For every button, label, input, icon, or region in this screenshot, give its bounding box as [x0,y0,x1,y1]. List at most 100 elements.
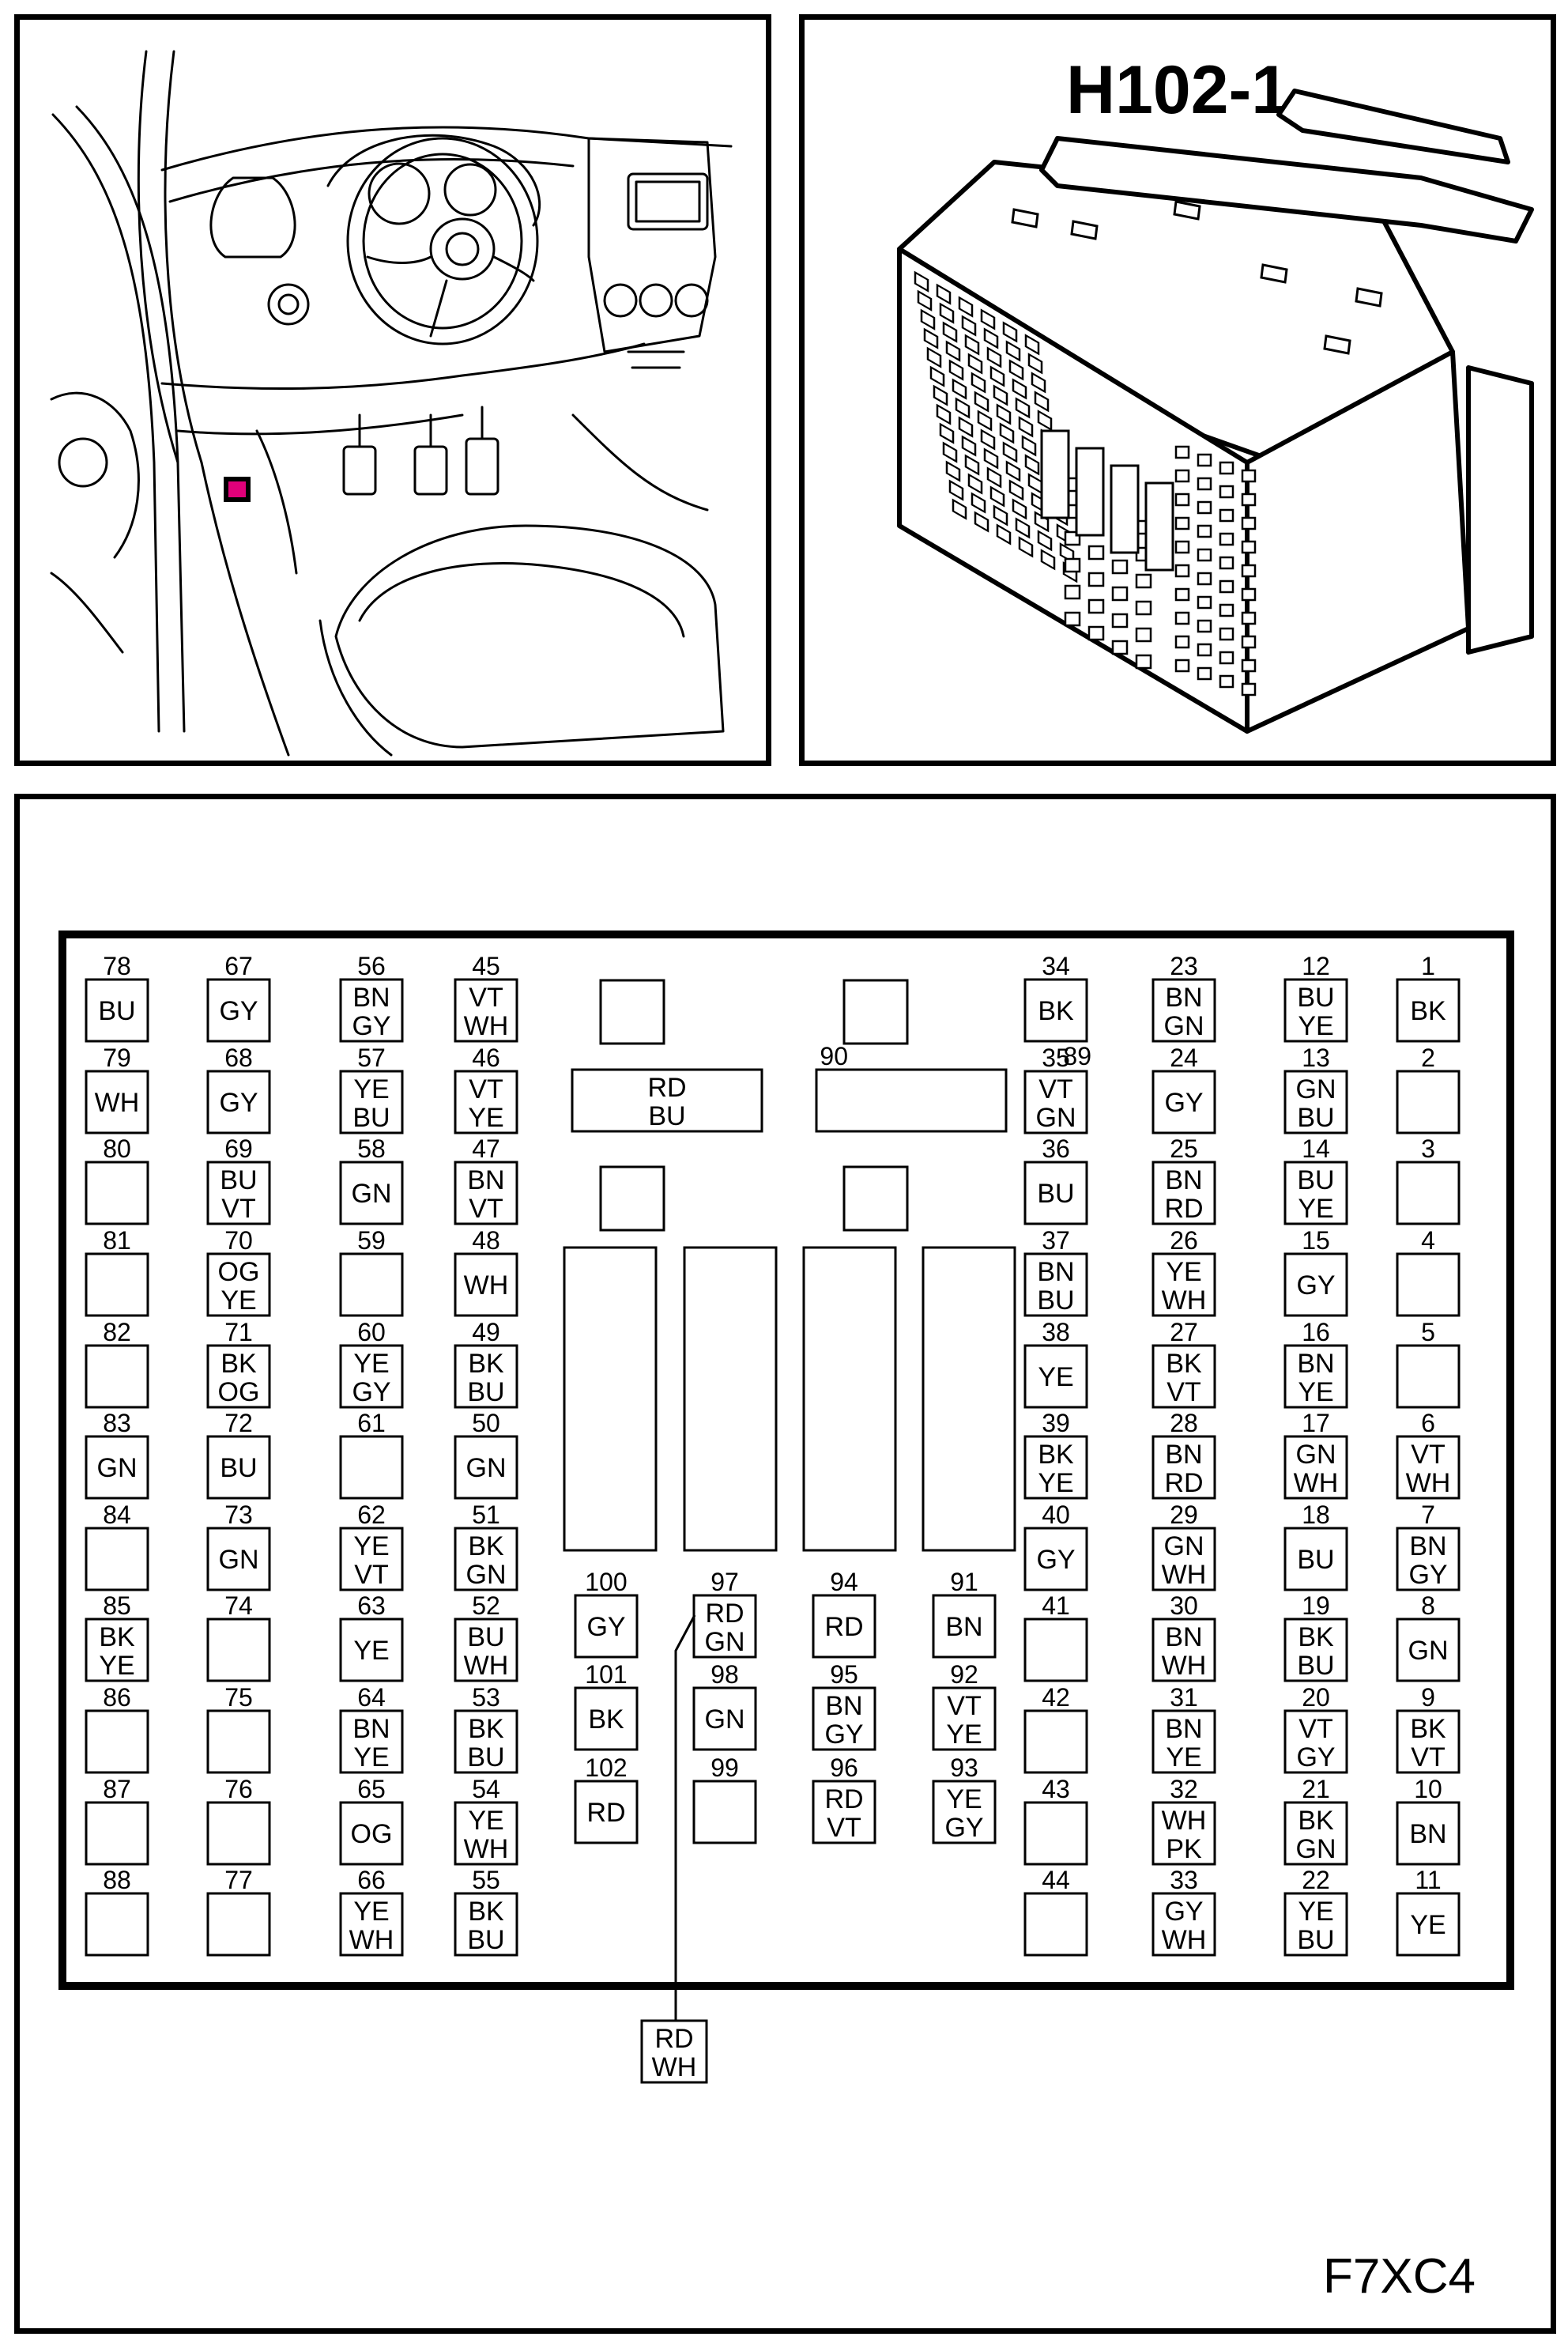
pin-number: 69 [224,1134,253,1163]
iso-cavity [971,372,986,394]
pin-cavity [1283,1892,1348,1957]
iso-cavity [939,302,955,324]
wire-color: GN [1408,1636,1449,1666]
wire-color: YE [353,1349,389,1379]
wire-color: BU [467,1377,504,1407]
blank-cavity [599,979,665,1045]
pin-number: 33 [1170,1866,1198,1894]
pin-number: 89 [1063,1042,1091,1070]
pin-cell: 89 [815,1042,1091,1133]
wire-color: WH [1406,1468,1451,1498]
wire-color: WH [464,1011,509,1041]
iso-cavity [1219,508,1234,523]
iso-cavity [1034,391,1050,413]
wire-color: YE [220,1285,256,1316]
pin-cavity [1396,978,1461,1043]
iso-cavity [983,447,999,470]
wire-color: OG [351,1819,393,1849]
pin-number: 53 [472,1683,500,1712]
pin-number: 37 [1042,1226,1070,1255]
iso-cavity [1087,598,1105,614]
pin-cavity [574,1594,639,1659]
pin-number: 2 [1421,1044,1435,1072]
connector-location-marker [224,477,251,502]
iso-cavity [1018,416,1034,438]
pin-cavity [1396,1161,1461,1225]
pin-cell: 77 [206,1866,271,1957]
connector-title: H102-1 [1065,52,1290,128]
pin-number: 18 [1302,1501,1330,1529]
pin-cell: 76 [206,1775,271,1866]
pinout-diagram: 78BU79WH80818283GN8485BKYE86878867GY68GY… [58,931,1514,2084]
pin-number: 38 [1042,1318,1070,1346]
pin-number: 26 [1170,1226,1198,1255]
pin-number: 11 [1415,1866,1441,1894]
iso-cavity [1111,640,1129,655]
iso-cavity [1197,548,1212,562]
pin-cavity [454,1344,518,1409]
wire-color: BK [220,1349,257,1379]
iso-cavity [996,523,1012,545]
wire-color: BU [1037,1285,1074,1316]
pin-cavity [454,1161,518,1225]
wire-color: WH [1162,1806,1207,1836]
iso-cavity [1197,453,1212,467]
pin-number: 22 [1302,1866,1330,1894]
iso-cavity [1241,493,1257,507]
pin-cavity [85,1252,149,1317]
wire-color: BN [825,1691,862,1721]
wire-color: BK [1166,1349,1202,1379]
wire-color: OG [218,1377,260,1407]
iso-cavity [952,498,967,520]
pin-cavity [1023,1709,1088,1774]
wire-color: VT [354,1560,388,1590]
pin-cavity [206,1892,271,1957]
wire-color: WH [464,1270,509,1300]
wire-color: BN [1165,1165,1202,1195]
wire-color: BU [1037,1179,1074,1209]
wire-color: YE [1038,1468,1073,1498]
pin-number: 14 [1302,1134,1330,1163]
iso-cavity [952,378,967,400]
iso-cavity [1002,321,1018,343]
pin-number: 20 [1302,1683,1330,1712]
pin-number: 90 [820,1042,848,1070]
wire-color: GN [97,1453,138,1483]
iso-cavity [1219,674,1234,689]
iso-cavity [1027,353,1043,375]
wire-color: BN [1165,1622,1202,1652]
wire-color: RD [1164,1194,1203,1224]
pin-number: 56 [357,952,386,980]
pin-number: 46 [472,1044,500,1072]
pin-cavity [1023,1435,1088,1500]
pin-cavity [1023,1527,1088,1591]
wire-color: BN [945,1612,982,1642]
pin-number: 86 [103,1683,131,1712]
wire-color: GY [219,996,258,1026]
iso-cavity [1174,611,1190,625]
wire-color: WH [464,1651,509,1681]
wire-color: YE [353,1742,389,1772]
pin-cell: 99 [692,1753,757,1844]
iso-cavity [1111,613,1129,629]
pin-number: 7 [1421,1501,1435,1529]
pin-cavity [692,1594,757,1659]
